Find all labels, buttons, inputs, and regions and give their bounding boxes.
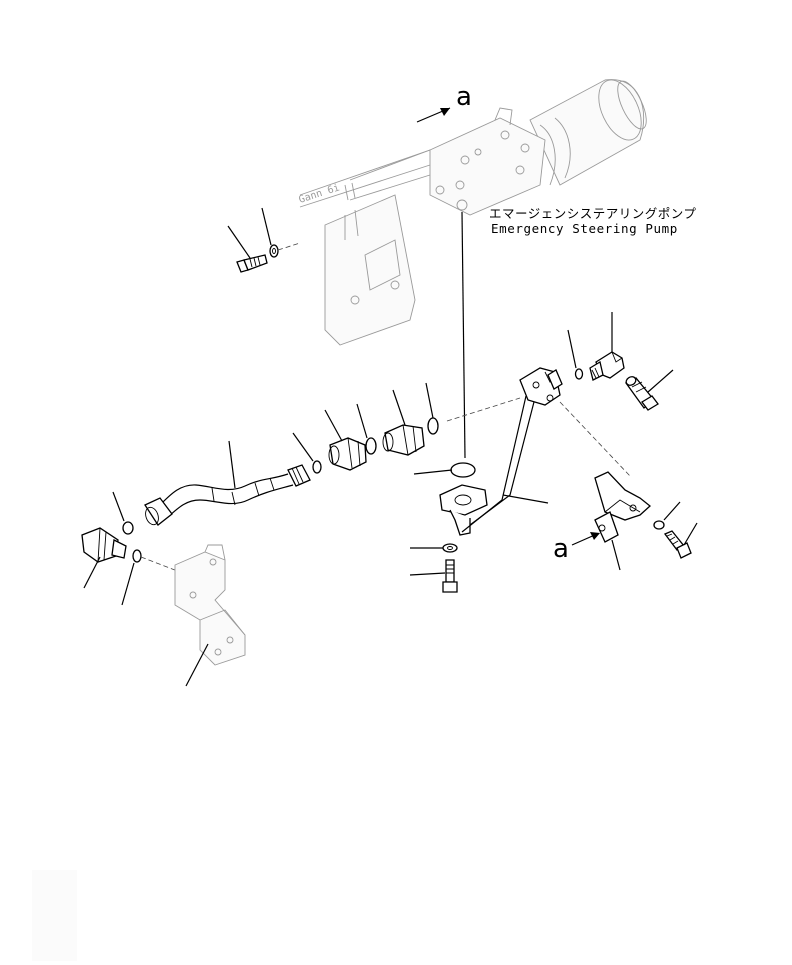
leader-line-switch [647, 369, 674, 393]
emergency-steering-pump-ghost: Gann 6i [298, 79, 647, 346]
view-arrow-mid [571, 532, 600, 546]
view-marker-top: a [456, 82, 472, 112]
o-ring-elbow [574, 368, 584, 380]
scan-artifact [32, 870, 77, 961]
o-ring-nut [365, 437, 377, 455]
washer-top-left [269, 244, 279, 258]
pressure-switch [625, 376, 659, 411]
leader-line-block [185, 643, 209, 687]
union-nut [328, 437, 367, 471]
o-ring-adapter [427, 417, 439, 435]
view-arrow-top [416, 107, 451, 123]
o-ring-connector [122, 521, 134, 535]
leader-line-connector [83, 556, 101, 589]
connector-left [81, 527, 127, 563]
leader-line-o-ring-connector [112, 491, 125, 522]
leader-line-adapter [392, 389, 406, 426]
mounting-block-ghost [174, 544, 246, 666]
washer-flange [442, 543, 458, 553]
leader-line-gasket [461, 211, 466, 459]
pump-label-jp: エマージェンシステアリングポンプ [489, 206, 697, 221]
leader-line-bolt [227, 225, 251, 259]
leader-line-o-ring-elbow [567, 329, 577, 369]
center-line-mid [446, 397, 521, 422]
center-line-right [559, 401, 631, 477]
leader-line-bolt-right [683, 522, 698, 546]
hydraulic-hose [144, 464, 311, 526]
leader-line-o-ring-nut [356, 403, 368, 439]
o-ring-hose [312, 460, 322, 474]
leader-line-o-ring-adapter [425, 382, 434, 419]
center-line [277, 242, 301, 251]
view-marker-mid: a [553, 534, 569, 564]
bolt-flange [442, 559, 458, 593]
ghost-stencil-text: Gann 6i [298, 182, 341, 205]
leader-line-washer [261, 207, 272, 246]
leader-line-tube [502, 494, 549, 504]
leader-line-nut [324, 409, 343, 442]
adapter-fitting [382, 424, 425, 456]
leader-line-bolt-flange [409, 572, 446, 576]
bolt-top-left [236, 254, 268, 273]
clamp-bracket [594, 471, 652, 543]
steel-tube [439, 367, 563, 536]
elbow-fitting [589, 351, 625, 381]
o-ring-block [132, 549, 142, 563]
leader-line-bracket [611, 539, 621, 571]
leader-line-o-ring-block [121, 562, 135, 606]
leader-line-gasket-label [413, 469, 453, 475]
leader-line-hose [228, 440, 236, 489]
gasket-pump-flange [450, 462, 476, 478]
leader-line-washer-right [663, 501, 681, 521]
center-line-left [140, 556, 181, 573]
bolt-right [663, 530, 692, 559]
leader-line-o-ring-hose [292, 432, 314, 462]
pump-label-en: Emergency Steering Pump [491, 221, 678, 236]
washer-right [653, 520, 665, 530]
